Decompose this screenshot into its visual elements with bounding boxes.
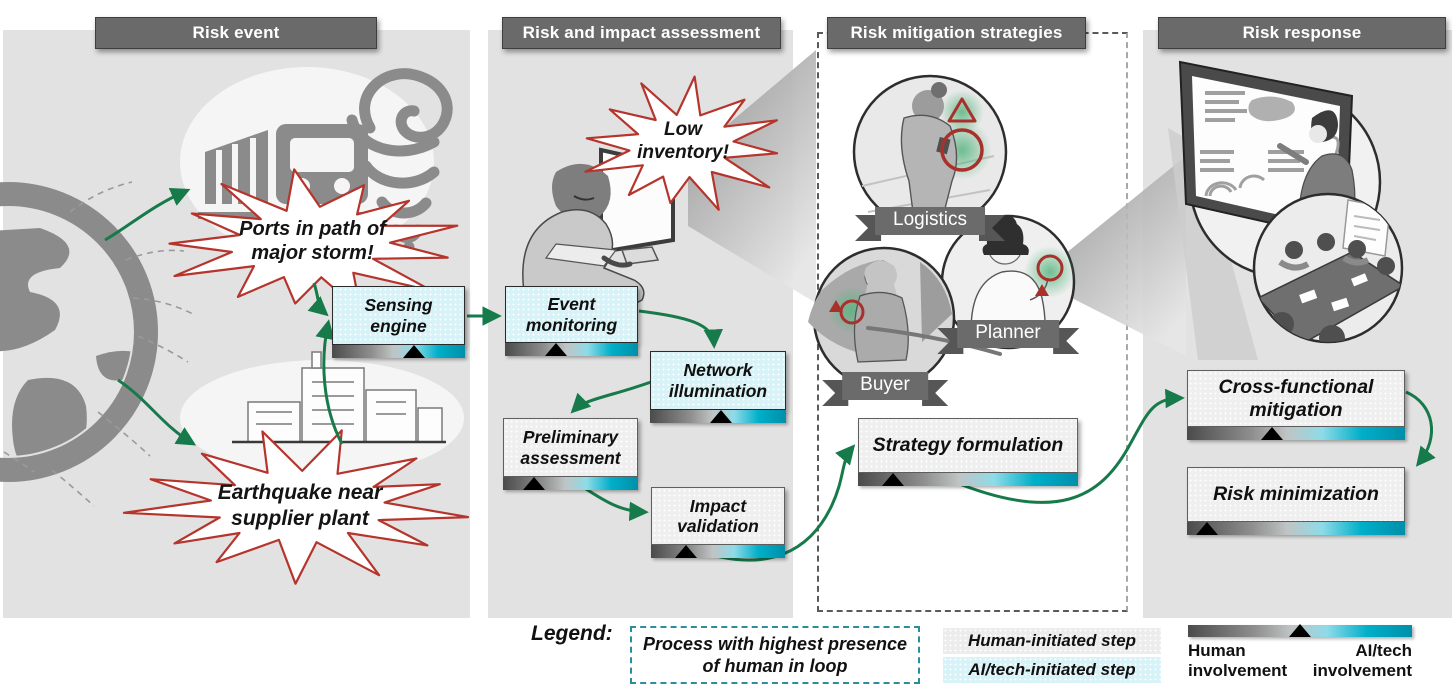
legend-involvement-scale bbox=[1188, 624, 1412, 637]
factory-illustration bbox=[180, 351, 464, 476]
alert-circle-icon bbox=[1036, 254, 1064, 282]
involvement-bar-impact-validation bbox=[651, 545, 785, 558]
involvement-marker bbox=[544, 343, 567, 356]
header-risk-mitigation: Risk mitigation strategies bbox=[827, 17, 1086, 49]
projection-beam-response bbox=[1060, 156, 1186, 356]
starburst-low-inventory bbox=[584, 75, 779, 211]
involvement-marker bbox=[709, 410, 732, 423]
ribbon-buyer: Buyer bbox=[822, 372, 948, 406]
header-risk-response: Risk response bbox=[1158, 17, 1446, 49]
step-cross-functional-mitigation: Cross-functional mitigation bbox=[1187, 370, 1405, 427]
warning-triangle-icon bbox=[829, 300, 843, 312]
pointer-rod bbox=[866, 326, 1002, 356]
flow-arrows bbox=[104, 187, 1436, 562]
step-impact-validation: Impact validation bbox=[651, 487, 785, 545]
involvement-marker bbox=[1261, 427, 1284, 440]
involvement-marker bbox=[882, 473, 905, 486]
legend-highest-human-process: Process with highest presence of human i… bbox=[630, 626, 920, 684]
header-risk-impact: Risk and impact assessment bbox=[502, 17, 781, 49]
involvement-marker bbox=[403, 345, 426, 358]
step-risk-minimization: Risk minimization bbox=[1187, 467, 1405, 522]
involvement-marker bbox=[1289, 624, 1311, 637]
involvement-marker bbox=[523, 477, 546, 490]
step-sensing-engine: Sensing engine bbox=[332, 286, 465, 345]
signal-dashes bbox=[3, 181, 194, 507]
ribbon-planner: Planner bbox=[937, 320, 1079, 354]
legend-human-initiated-step: Human-initiated step bbox=[943, 628, 1161, 654]
involvement-bar-cross-functional-mitigation bbox=[1187, 427, 1405, 440]
starburst-ports bbox=[168, 168, 459, 313]
step-network-illumination: Network illumination bbox=[650, 351, 786, 410]
warning-triangle-icon bbox=[947, 97, 977, 123]
legend-ai-initiated-step: AI/tech-initiated step bbox=[943, 657, 1161, 683]
legend-scale-human-label: Human involvement bbox=[1188, 641, 1288, 681]
involvement-bar-sensing-engine bbox=[332, 345, 465, 358]
alert-circle-icon bbox=[940, 128, 984, 172]
step-event-monitoring: Event monitoring bbox=[505, 286, 638, 343]
warning-triangle-icon bbox=[1035, 284, 1049, 296]
header-risk-event: Risk event bbox=[95, 17, 377, 49]
step-strategy-formulation: Strategy formulation bbox=[858, 418, 1078, 473]
involvement-bar-event-monitoring bbox=[505, 343, 638, 356]
starburst-earthquake bbox=[122, 429, 470, 585]
legend-title: Legend: bbox=[531, 622, 613, 645]
step-preliminary-assessment: Preliminary assessment bbox=[503, 418, 638, 477]
involvement-bar-strategy-formulation bbox=[858, 473, 1078, 486]
ribbon-logistics: Logistics bbox=[855, 207, 1005, 241]
involvement-bar-risk-minimization bbox=[1187, 522, 1405, 535]
meeting-illustration bbox=[1252, 192, 1404, 344]
logistics-person-illustration bbox=[852, 74, 1008, 230]
involvement-bar-preliminary-assessment bbox=[503, 477, 638, 490]
globe-icon bbox=[0, 182, 158, 482]
involvement-marker bbox=[674, 545, 697, 558]
buyer-person-illustration bbox=[808, 246, 1002, 390]
involvement-bar-network-illumination bbox=[650, 410, 786, 423]
involvement-marker bbox=[1195, 522, 1218, 535]
legend-scale-ai-label: AI/tech involvement bbox=[1312, 641, 1412, 681]
